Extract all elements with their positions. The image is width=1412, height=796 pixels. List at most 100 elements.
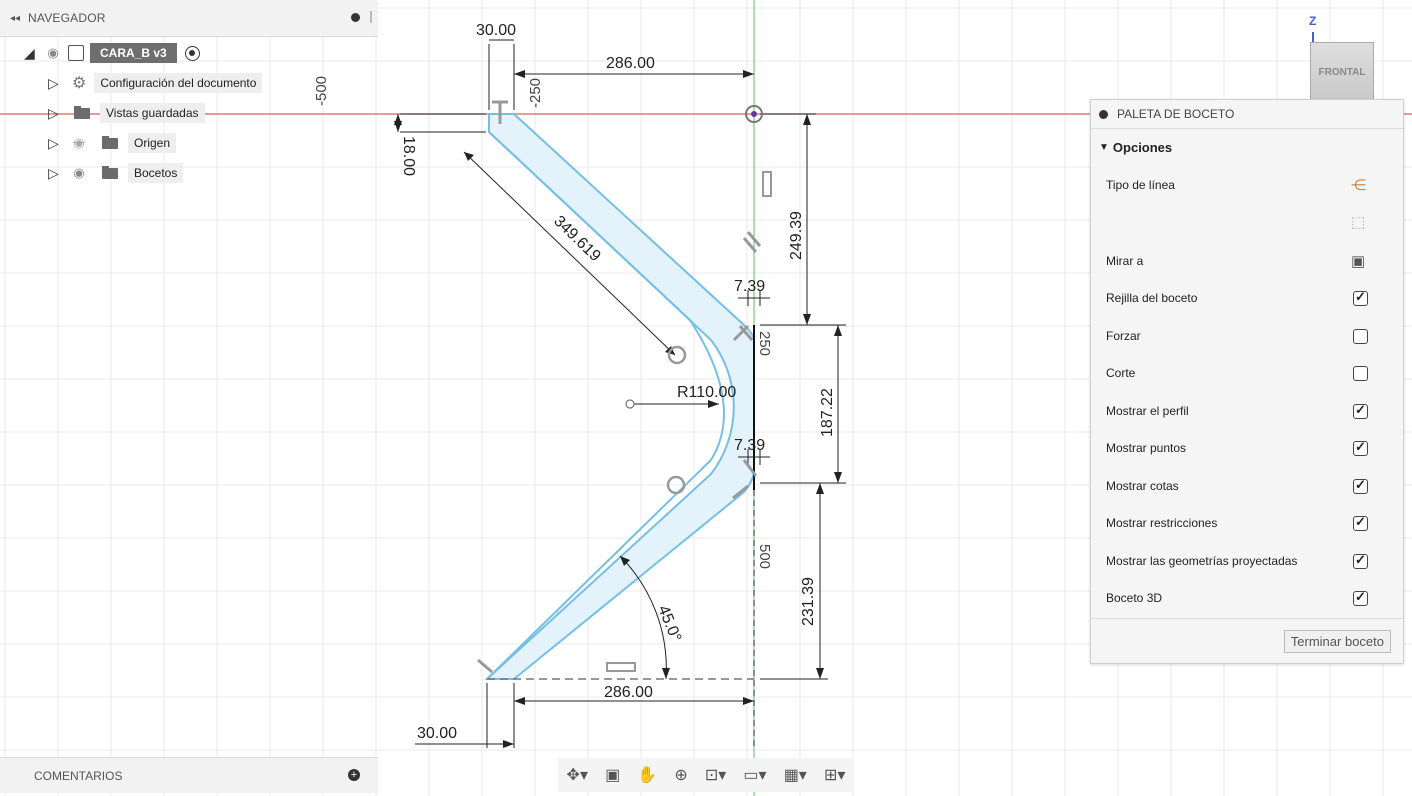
option-label: Mostrar el perfil: [1106, 404, 1189, 418]
tree-item-origin[interactable]: ▷ ◉ Origen: [48, 133, 177, 153]
option-construction[interactable]: ⬚: [1091, 207, 1403, 237]
viewports-icon[interactable]: ⊞▾: [823, 767, 846, 784]
expand-triangle-icon[interactable]: ▷: [48, 74, 59, 91]
comments-panel[interactable]: COMENTARIOS +: [0, 757, 378, 793]
option-show-constraints[interactable]: Mostrar restricciones: [1091, 508, 1403, 538]
checkbox-show-profile[interactable]: [1353, 402, 1368, 419]
checkbox-show-projected[interactable]: [1353, 552, 1368, 569]
display-settings-icon[interactable]: ▭▾: [743, 767, 767, 784]
option-label: Mostrar cotas: [1106, 479, 1179, 493]
expand-triangle-icon[interactable]: ▷: [48, 134, 59, 151]
sketch-profile[interactable]: [484, 113, 755, 680]
option-line-type[interactable]: Tipo de línea ⋲: [1091, 170, 1403, 200]
expand-triangle-icon[interactable]: ▷: [48, 104, 59, 121]
checkbox-snap[interactable]: [1353, 328, 1368, 344]
tree-item-config[interactable]: ▷ ⚙ Configuración del documento: [48, 73, 263, 93]
z-axis-line: [1312, 32, 1314, 44]
tree-component-row[interactable]: ◢ ◉ CARA_B v3: [24, 43, 200, 63]
navigator-header[interactable]: ◂◂ NAVEGADOR: [0, 0, 378, 37]
checkbox-show-constraints[interactable]: [1353, 514, 1368, 531]
origin-point[interactable]: [745, 105, 763, 123]
palette-title: PALETA DE BOCETO: [1117, 107, 1235, 121]
option-slice[interactable]: Corte: [1091, 358, 1403, 388]
section-title: Opciones: [1112, 139, 1173, 155]
navigator-pin-icon[interactable]: [351, 13, 360, 22]
dim-bottom-offset[interactable]: 286.00: [604, 684, 653, 701]
component-name[interactable]: CARA_B v3: [90, 43, 177, 63]
radius-center-point[interactable]: [625, 399, 635, 409]
option-label: Mostrar puntos: [1106, 441, 1187, 455]
tree-item-label: Vistas guardadas: [100, 103, 205, 123]
dim-thickness[interactable]: 18.00: [400, 136, 417, 176]
look-at-icon[interactable]: ▣: [1351, 253, 1366, 270]
sketch-palette: PALETA DE BOCETO ▼ Opciones Tipo de líne…: [1090, 99, 1404, 664]
folder-icon: [102, 165, 118, 179]
folder-icon: [102, 135, 118, 149]
collapse-triangle-icon: ▼: [1099, 141, 1109, 153]
checkbox-slice[interactable]: [1353, 365, 1368, 381]
option-show-points[interactable]: Mostrar puntos: [1091, 433, 1403, 463]
checkbox-show-points[interactable]: [1353, 439, 1368, 456]
option-sketch-grid[interactable]: Rejilla del boceto: [1091, 283, 1403, 313]
tree-item-label: Origen: [128, 133, 177, 153]
palette-header[interactable]: PALETA DE BOCETO: [1091, 100, 1403, 129]
activate-target-icon[interactable]: [184, 45, 200, 61]
zoom-window-icon[interactable]: ⊡▾: [704, 767, 727, 784]
expand-triangle-icon[interactable]: ▷: [48, 164, 59, 181]
palette-pin-icon[interactable]: [1099, 109, 1108, 119]
dim-vertical-lower[interactable]: 231.39: [800, 577, 817, 626]
folder-icon: [74, 105, 90, 119]
option-3d-sketch[interactable]: Boceto 3D: [1091, 583, 1403, 613]
finish-sketch-button[interactable]: Terminar boceto: [1283, 630, 1391, 653]
axis-tick-250: 250: [756, 331, 773, 356]
eye-icon[interactable]: ◉: [73, 165, 85, 180]
option-label: Boceto 3D: [1106, 591, 1163, 605]
pan-icon[interactable]: ✋: [637, 767, 658, 784]
look-at-icon[interactable]: ▣: [605, 767, 621, 784]
dim-vertical-upper[interactable]: 249.39: [788, 211, 805, 260]
checkbox-show-dimensions[interactable]: [1353, 477, 1368, 494]
option-label: Forzar: [1106, 329, 1141, 343]
add-comment-icon[interactable]: +: [348, 769, 360, 781]
tree-item-saved-views[interactable]: ▷ Vistas guardadas: [48, 103, 205, 123]
eye-icon[interactable]: ◉: [47, 45, 59, 60]
collapse-triangle-icon[interactable]: ◢: [24, 44, 35, 61]
palette-divider: [1091, 618, 1403, 619]
dim-top-width[interactable]: 30.00: [476, 22, 516, 39]
dim-top-offset[interactable]: 286.00: [606, 55, 655, 72]
palette-section-options[interactable]: ▼ Opciones: [1091, 129, 1403, 165]
option-label: Mirar a: [1106, 254, 1144, 268]
construction-icon[interactable]: ⬚: [1351, 214, 1366, 231]
orbit-icon[interactable]: ✥▾: [566, 767, 588, 784]
navigator-title: NAVEGADOR: [28, 11, 106, 25]
eye-hidden-icon[interactable]: ◉: [73, 135, 85, 150]
linetype-icon[interactable]: ⋲: [1351, 177, 1366, 194]
axis-tick-500: 500: [756, 544, 773, 569]
viewcube-face-label: FRONTAL: [1318, 67, 1366, 78]
option-label: Rejilla del boceto: [1106, 291, 1198, 305]
zoom-icon[interactable]: ⊕: [674, 767, 688, 784]
dim-vertical-mid[interactable]: 187.22: [819, 388, 836, 437]
navigator-grip-icon[interactable]: [370, 11, 372, 23]
dim-radius[interactable]: R110.00: [677, 384, 736, 401]
dim-bottom-width[interactable]: 30.00: [417, 725, 457, 742]
navigation-toolbar: ✥▾ ▣ ✋ ⊕ ⊡▾ ▭▾ ▦▾ ⊞▾: [558, 758, 854, 792]
collapse-icon[interactable]: ◂◂: [10, 12, 21, 24]
option-snap[interactable]: Forzar: [1091, 321, 1403, 351]
dim-angle[interactable]: 45.0°: [654, 603, 684, 644]
axis-tick-neg250: -250: [527, 78, 544, 108]
checkbox-3d-sketch[interactable]: [1353, 589, 1368, 606]
grid-settings-icon[interactable]: ▦▾: [783, 767, 807, 784]
component-icon: [68, 45, 84, 61]
viewcube[interactable]: FRONTAL: [1310, 42, 1374, 102]
option-label: Tipo de línea: [1106, 178, 1175, 192]
option-look-at[interactable]: Mirar a ▣: [1091, 246, 1403, 276]
tree-item-sketches[interactable]: ▷ ◉ Bocetos: [48, 163, 184, 183]
dim-gap-upper[interactable]: 7.39: [734, 278, 765, 295]
constraint-glyphs: [477, 100, 762, 674]
option-show-dimensions[interactable]: Mostrar cotas: [1091, 471, 1403, 501]
option-show-projected[interactable]: Mostrar las geometrías proyectadas: [1091, 546, 1403, 576]
dim-gap-lower[interactable]: 7.39: [734, 437, 765, 454]
option-show-profile[interactable]: Mostrar el perfil: [1091, 396, 1403, 426]
checkbox-sketch-grid[interactable]: [1353, 289, 1368, 306]
